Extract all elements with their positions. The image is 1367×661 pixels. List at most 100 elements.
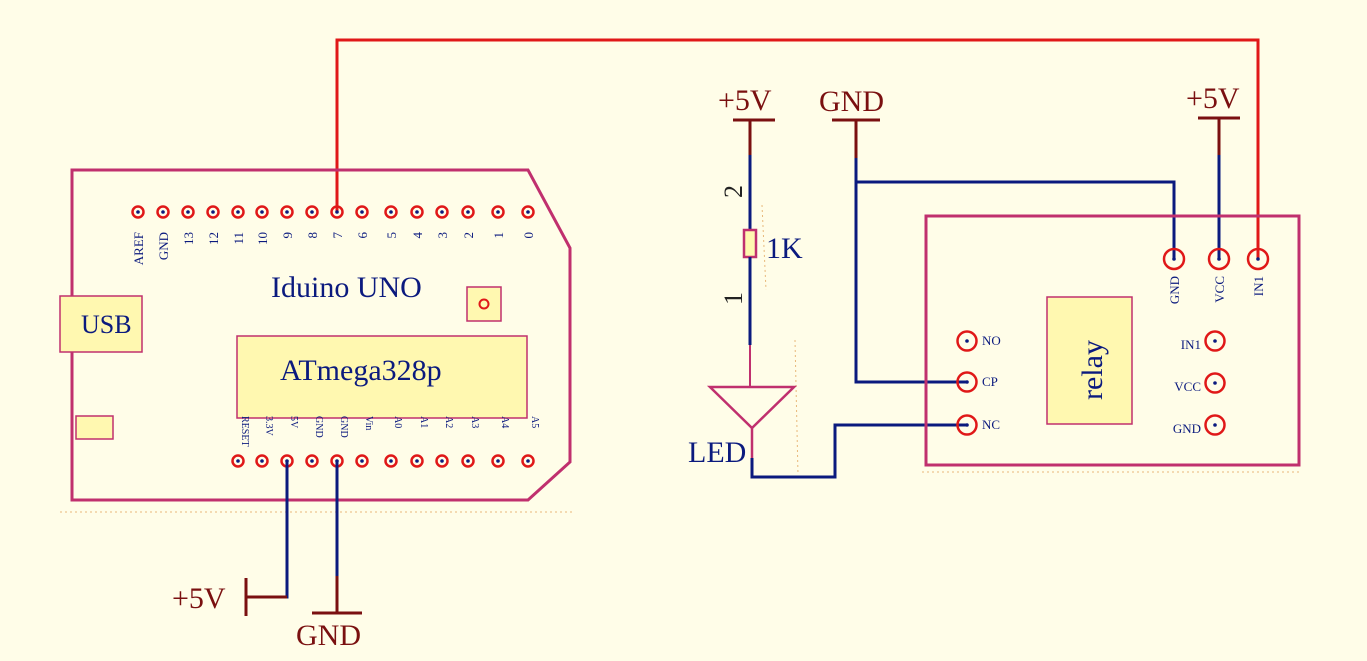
bottom-pin-label-11-a5: A5 [529,416,540,428]
resistor-label: 1K [766,232,803,265]
power-jack [75,415,114,440]
wire-gnd-to-relay-gnd [856,180,1176,258]
bottom-pin-pad-10-a4 [491,454,505,468]
relay-right-label-in1: IN1 [1181,337,1201,352]
relay-left-pins: NO CP NC [956,330,1001,436]
top-pin-pad-0 [521,205,535,219]
top-pin-label-9: 9 [280,232,295,239]
chip-label: ATmega328p [280,354,442,387]
top-pin-label-5: 5 [384,232,399,239]
wire-led-to-nc [750,423,967,479]
top-pin-label-10: 10 [255,232,270,245]
bottom-pin-pad-3-gnd [305,454,319,468]
bottom-pin-pad-1-3-3v [255,454,269,468]
top-pin-pad-3 [435,205,449,219]
relay-left-pad-no [956,330,978,352]
top-pin-label-0: 0 [521,232,536,239]
top-pin-label-3: 3 [435,232,450,239]
ground-symbol-relay: GND [819,85,884,158]
bottom-pin-label-0-reset: RESET [239,416,250,447]
top-pin-pad-12 [206,205,220,219]
relay-right-label-gnd: GND [1173,421,1201,436]
relay-left-label-no: NO [982,333,1001,348]
top-pin-pad-7 [330,205,344,219]
top-pin-pad-aref [131,205,145,219]
relay-left-pad-cp [956,371,978,393]
top-pin-pad-8 [305,205,319,219]
bottom-pin-pad-6-a0 [384,454,398,468]
relay-outline [924,214,1301,467]
relay-top-label-in1: IN1 [1251,276,1266,296]
chip-body [236,335,528,419]
bottom-pin-pad-8-a2 [435,454,449,468]
relay-left-label-cp: CP [982,374,998,389]
power-symbol-5v-resistor: +5V [718,84,775,155]
board-title: Iduino UNO [271,271,422,304]
bottom-pin-label-3-gnd: GND [313,416,324,438]
top-pin-label-2: 2 [461,232,476,239]
bottom-pin-pad-7-a1 [410,454,424,468]
top-pin-label-4: 4 [410,232,425,239]
top-pin-pad-6 [355,205,369,219]
label-gnd-relay: GND [819,85,884,118]
bottom-pin-label-5-vin: Vin [363,416,374,430]
top-pin-pad-5 [384,205,398,219]
wire-gnd-to-relay [854,158,967,384]
relay-left-label-nc: NC [982,417,1000,432]
relay-top-pins: GND VCC IN1 [1162,247,1270,304]
top-pin-pad-2 [461,205,475,219]
relay-top-label-vcc: VCC [1212,276,1227,303]
relay-body [1046,296,1133,425]
relay-right-label-vcc: VCC [1174,379,1201,394]
usb-connector [59,295,143,353]
relay-top-label-gnd: GND [1167,276,1182,304]
reset-button [466,286,502,322]
bottom-pin-pad-11-a5 [521,454,535,468]
relay-top-pad-in1 [1246,247,1270,271]
bottom-pin-pad-5-vin [355,454,369,468]
bottom-pin-label-8-a2: A2 [443,416,454,428]
led-symbol: LED [688,385,798,469]
top-pin-pad-4 [410,205,424,219]
ground-symbol-board: GND [296,576,362,652]
top-pin-pad-1 [491,205,505,219]
bottom-pin-label-7-a1: A1 [418,416,429,428]
top-pin-label-11: 11 [231,232,246,245]
bottom-pin-label-2-5v: 5V [288,416,299,429]
wire-5v-down [246,461,289,599]
relay-top-pad-vcc [1207,247,1231,271]
top-pin-label-7: 7 [330,232,345,239]
relay-left-pad-nc [956,414,978,436]
red-wire-pin7-to-in1 [335,38,1260,258]
top-pin-label-8: 8 [305,232,320,239]
top-pin-label-13: 13 [181,232,196,245]
bottom-pin-label-6-a0: A0 [392,416,403,428]
top-pin-label-6: 6 [355,232,370,239]
relay-body-label: relay [1076,340,1109,400]
bottom-pin-pad-9-a3 [461,454,475,468]
relay-right-pad-gnd [1204,414,1226,436]
bottom-pin-pad-0-reset [231,454,245,468]
top-pin-label-gnd: GND [156,232,171,260]
power-symbol-5v-relay: +5V [1186,82,1240,155]
top-pin-pad-13 [181,205,195,219]
label-5v-relay: +5V [1186,82,1240,115]
led-label: LED [688,436,746,469]
label-5v-board: +5V [172,582,226,615]
bottom-pin-label-10-a4: A4 [499,416,510,428]
top-pin-pad-9 [280,205,294,219]
top-pin-label-aref: AREF [131,232,146,265]
resistor-pin-2: 2 [719,185,748,198]
resistor-body [742,228,758,259]
board-outline [70,168,572,502]
usb-label: USB [81,310,132,339]
top-pin-pad-11 [231,205,245,219]
top-pin-pad-gnd [156,205,170,219]
reset-button-dot [478,298,490,310]
relay-top-pad-gnd [1162,247,1186,271]
